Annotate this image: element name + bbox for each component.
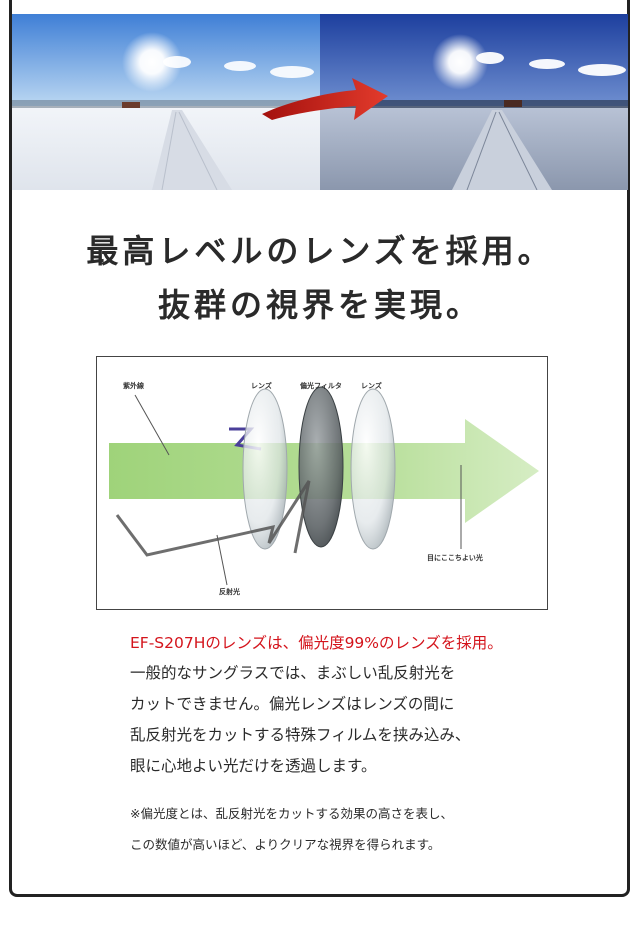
body-text: 一般的なサングラスでは、まぶしい乱反射光を カットできません。偏光レンズはレンズ… <box>130 658 530 782</box>
reflected-light-ray <box>115 480 311 557</box>
polarizing-filter <box>298 386 344 548</box>
polarized-lens-diagram: 紫外線 レンズ 偏光フィルタ レンズ 目にここちよい光 反射光 <box>96 356 548 610</box>
lens-diagram-graphic <box>109 386 539 586</box>
headline-line-2: 抜群の視界を実現。 <box>157 286 482 324</box>
headline-line-1: 最高レベルのレンズを採用。 <box>86 232 554 270</box>
reflected-pointer-line <box>216 534 228 586</box>
snow-road-comparison-image <box>12 14 628 190</box>
lens-left <box>242 388 288 550</box>
transition-arrow-icon <box>262 78 388 120</box>
note-line: ※偏光度とは、乱反射光をカットする効果の高さを表し、 <box>130 806 453 821</box>
footnote: ※偏光度とは、乱反射光をカットする効果の高さを表し、 この数値が高いほど、よりク… <box>130 798 530 860</box>
uv-pointer-line <box>134 394 170 456</box>
comfortable-light-label: 目にここちよい光 <box>427 554 483 562</box>
lens-left-label: レンズ <box>251 382 272 390</box>
reflected-light-label: 反射光 <box>219 588 240 596</box>
lens-right-label: レンズ <box>361 382 382 390</box>
lens-right <box>350 388 396 550</box>
body-line: 眼に心地よい光だけを透過します。 <box>130 757 377 775</box>
uv-label: 紫外線 <box>123 382 144 390</box>
before-after-photos <box>12 14 628 190</box>
description-block: EF-S207Hのレンズは、偏光度99%のレンズを採用。 一般的なサングラスでは… <box>130 630 530 860</box>
body-line: 一般的なサングラスでは、まぶしい乱反射光を <box>130 664 456 682</box>
polarizing-filter-label: 偏光フィルタ <box>300 382 342 390</box>
body-line: 乱反射光をカットする特殊フィルムを挟み込み、 <box>130 726 471 744</box>
highlight-text: EF-S207Hのレンズは、偏光度99%のレンズを採用。 <box>130 634 503 652</box>
body-line: カットできません。偏光レンズはレンズの間に <box>130 695 455 713</box>
note-line: この数値が高いほど、よりクリアな視界を得られます。 <box>130 837 441 852</box>
